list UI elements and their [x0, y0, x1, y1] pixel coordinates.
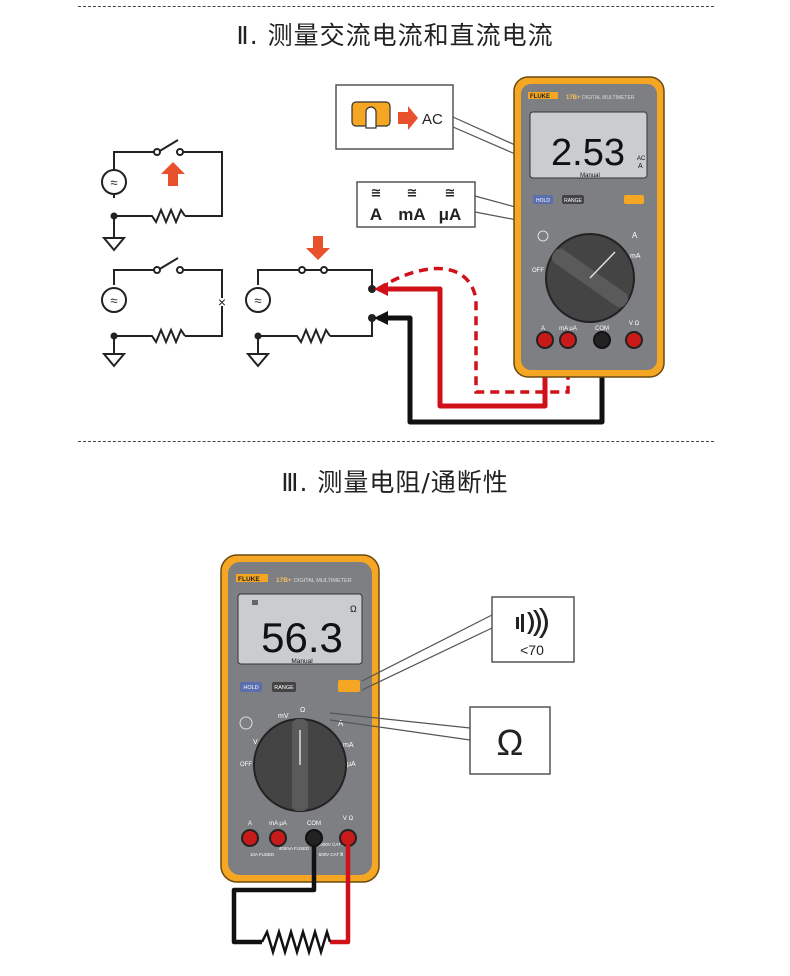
svg-text:OFF: OFF [532, 268, 544, 274]
jack-com[interactable] [305, 829, 323, 847]
ohm-callout-label: Ω [497, 722, 524, 763]
svg-text:17B+: 17B+ [276, 577, 292, 584]
hold-button[interactable] [240, 682, 262, 692]
circuit-opened [245, 266, 373, 368]
down-arrow-icon [306, 236, 330, 260]
jack-v[interactable] [339, 829, 357, 847]
svg-text:μA: μA [347, 761, 356, 768]
select-button[interactable] [338, 680, 360, 692]
svg-text:HOLD: HOLD [536, 198, 550, 204]
hold-button[interactable] [533, 195, 553, 204]
middle-divider [78, 441, 714, 442]
svg-text:A: A [638, 163, 643, 170]
continuity-threshold-label: <70 [520, 642, 544, 658]
svg-text:DIGITAL MULTIMETER: DIGITAL MULTIMETER [582, 95, 635, 101]
lcd-reading: 56.3 [261, 614, 343, 661]
svg-text:V Ω: V Ω [343, 816, 354, 822]
ac-callout-label: AC [422, 111, 443, 128]
range-button[interactable] [562, 195, 584, 204]
resistor-icon [260, 927, 332, 957]
jack-ma[interactable] [559, 331, 577, 349]
black-wire [378, 315, 605, 425]
lcd-reading: 2.53 [551, 132, 625, 174]
section3-diagram: FLUKE 17B+ DIGITAL MULTIMETER 56.3 Ω Man… [220, 554, 575, 957]
jack-v[interactable] [625, 331, 643, 349]
svg-text:DIGITAL MULTIMETER: DIGITAL MULTIMETER [294, 578, 352, 584]
svg-text:AC: AC [637, 156, 646, 162]
svg-text:mA: mA [343, 742, 354, 749]
range-label-ma: mA [398, 205, 425, 224]
ac-source-icon [101, 169, 127, 195]
svg-text:RANGE: RANGE [564, 198, 582, 204]
svg-text:mV: mV [278, 713, 289, 720]
svg-text:V: V [253, 739, 258, 746]
svg-text:Manual: Manual [291, 658, 313, 665]
range-label-ua: μA [439, 205, 462, 224]
lcd-screen [237, 593, 363, 665]
svg-text:≅: ≅ [371, 185, 382, 200]
jack-ma[interactable] [269, 829, 287, 847]
red-dashed-wire [377, 266, 570, 394]
svg-text:OFF: OFF [240, 762, 252, 768]
range-label-a: A [370, 205, 382, 224]
range-callout-box [356, 181, 476, 228]
break-mark-icon: × [218, 294, 226, 310]
jack-com[interactable] [593, 331, 611, 349]
svg-text:400mA FUSED: 400mA FUSED [279, 846, 310, 851]
multimeter-top: FLUKE 17B+ DIGITAL MULTIMETER 2.53 AC A … [513, 76, 665, 378]
svg-text:V Ω: V Ω [629, 321, 640, 327]
range-button[interactable] [272, 682, 296, 692]
svg-text:A: A [338, 719, 344, 728]
svg-text:COM: COM [307, 821, 321, 827]
svg-text:Ω: Ω [350, 604, 357, 614]
svg-text:RANGE: RANGE [274, 685, 294, 691]
svg-text:10A FUSED: 10A FUSED [250, 852, 275, 857]
svg-text:17B+: 17B+ [566, 95, 581, 101]
svg-text:≅: ≅ [407, 185, 418, 200]
svg-text:HOLD: HOLD [243, 685, 258, 691]
svg-text:≅: ≅ [445, 185, 456, 200]
select-button[interactable] [624, 195, 644, 204]
svg-text:mA μA: mA μA [269, 821, 287, 827]
svg-text:≈: ≈ [254, 293, 261, 308]
circuit-closed [101, 139, 223, 252]
continuity-callout-box [491, 596, 575, 663]
svg-text:Manual: Manual [580, 173, 600, 179]
section2-diagram: ≈ × ≈ ≈ AC [101, 76, 665, 425]
svg-text:COM: COM [595, 326, 609, 332]
right-arrow-icon [398, 106, 418, 130]
circuit-broken [101, 257, 223, 368]
svg-text:1000V CAT Ⅱ: 1000V CAT Ⅱ [318, 842, 344, 847]
section2-title: Ⅱ. 测量交流电流和直流电流 [236, 21, 554, 50]
lcd-screen [529, 111, 648, 179]
section3-title: Ⅲ. 测量电阻/通断性 [281, 468, 509, 497]
multimeter-bottom: FLUKE 17B+ DIGITAL MULTIMETER 56.3 Ω Man… [220, 554, 380, 883]
red-wire [378, 286, 548, 409]
top-divider [78, 6, 714, 7]
svg-text:A: A [632, 231, 638, 240]
svg-text:Ω: Ω [300, 707, 305, 714]
svg-text:≈: ≈ [110, 293, 117, 308]
svg-text:FLUKE: FLUKE [530, 94, 550, 100]
svg-text:A: A [248, 821, 252, 827]
beeper-icon [516, 608, 548, 638]
jack-a[interactable] [536, 331, 554, 349]
red-wire [330, 845, 351, 945]
svg-text:600V CAT Ⅲ: 600V CAT Ⅲ [319, 852, 344, 857]
svg-text:mA: mA [630, 253, 641, 260]
ohm-callout-box [469, 706, 551, 775]
jack-a[interactable] [241, 829, 259, 847]
svg-text:mA μA: mA μA [559, 326, 577, 332]
svg-text:FLUKE: FLUKE [238, 576, 260, 583]
svg-text:A: A [541, 326, 545, 332]
black-wire [231, 845, 317, 945]
svg-text:≈: ≈ [110, 175, 117, 190]
up-arrow-icon [161, 162, 185, 186]
